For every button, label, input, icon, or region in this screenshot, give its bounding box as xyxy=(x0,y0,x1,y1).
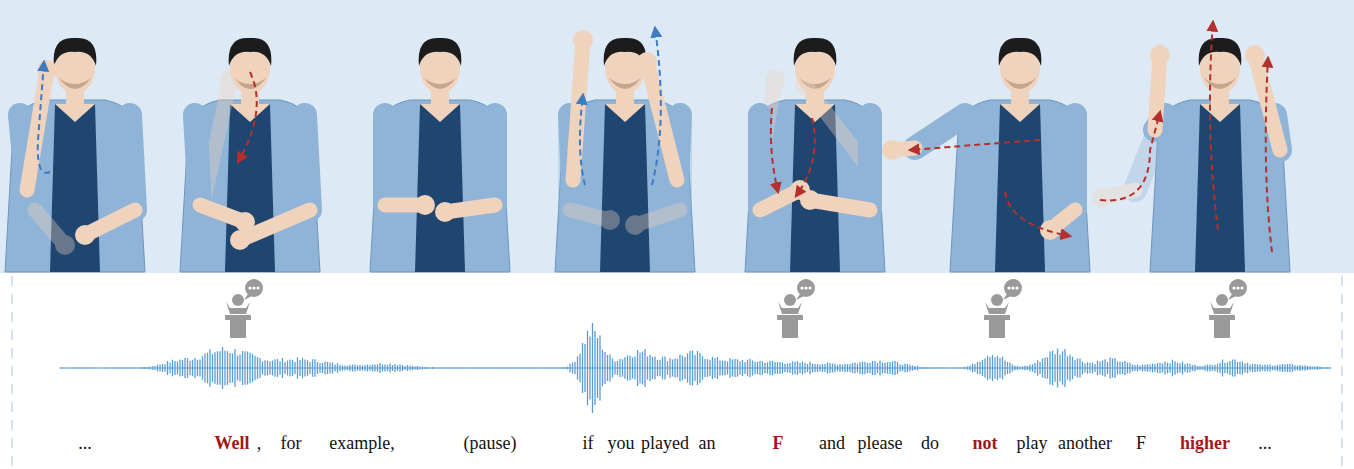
motion-arrow xyxy=(771,108,778,192)
avatar-figure xyxy=(370,38,510,272)
motion-arrow xyxy=(1210,22,1218,230)
transcript-word: play xyxy=(1017,432,1048,454)
emphasized-word: Well xyxy=(215,432,250,454)
transcript-word: do xyxy=(921,432,939,454)
speaker-icon xyxy=(777,279,815,338)
transcript-word: F xyxy=(1136,432,1146,454)
transcript-word: example, xyxy=(329,432,394,454)
motion-arrow xyxy=(1266,58,1272,252)
emphasized-word: higher xyxy=(1180,432,1230,454)
motion-arrow xyxy=(38,62,50,173)
motion-arrow xyxy=(580,95,585,185)
transcript-word: for xyxy=(281,432,302,454)
avatar-figure xyxy=(882,38,1090,272)
motion-arrow xyxy=(1005,192,1070,236)
transcript-word: you xyxy=(608,432,635,454)
avatar-figure xyxy=(5,38,145,272)
motion-arrow xyxy=(238,72,257,162)
motion-arrow xyxy=(1100,112,1160,200)
avatar-figure xyxy=(180,38,320,272)
motion-arrow xyxy=(796,118,815,196)
transcript-word: and xyxy=(819,432,845,454)
transcript-word: (pause) xyxy=(464,432,517,454)
speaker-icon xyxy=(984,279,1022,338)
avatar-figure xyxy=(1092,38,1290,272)
transcript-word: ... xyxy=(78,432,92,454)
motion-arrow xyxy=(652,28,661,185)
avatar-figure xyxy=(555,30,695,272)
transcript-word: an xyxy=(699,432,716,454)
transcript-word: ... xyxy=(1258,432,1272,454)
transcript-word: please xyxy=(858,432,903,454)
emphasized-word: not xyxy=(972,432,997,454)
emphasized-word: F xyxy=(773,432,784,454)
transcript-word: another xyxy=(1058,432,1112,454)
dashed-border xyxy=(1341,276,1343,466)
transcript-word: played xyxy=(641,432,689,454)
speaker-icon xyxy=(1209,279,1247,338)
speaker-icon xyxy=(225,279,263,338)
transcript-word: if xyxy=(583,432,594,454)
transcript-word: , xyxy=(257,432,262,454)
avatar-figure xyxy=(745,38,885,272)
dashed-border xyxy=(11,276,13,466)
audio-waveform xyxy=(60,323,1330,413)
top-panel xyxy=(0,0,1354,273)
motion-arrow xyxy=(910,140,1040,150)
